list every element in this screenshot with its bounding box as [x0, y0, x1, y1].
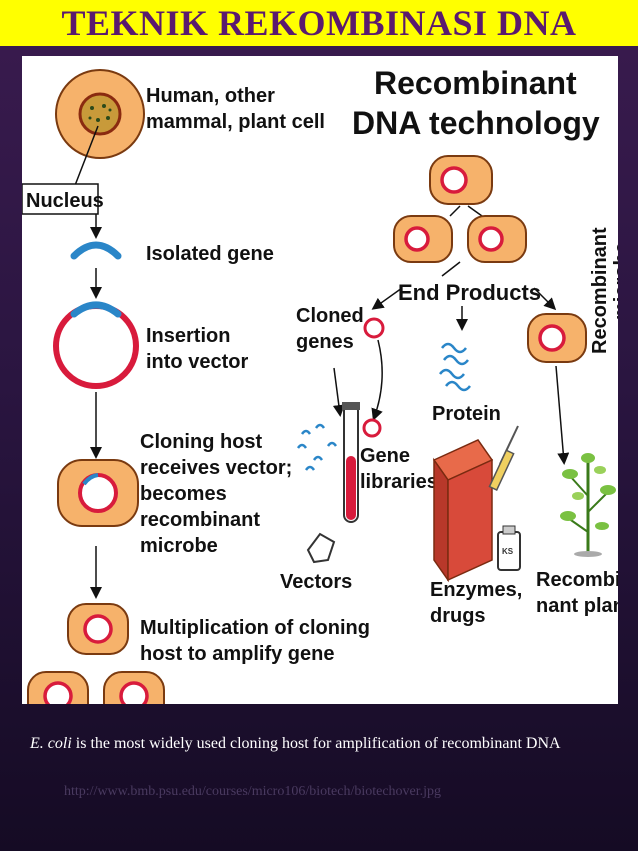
vector-icon: [306, 532, 336, 564]
label-cloning-1: Cloning host: [140, 431, 263, 453]
label-gene-libraries-2: libraries: [360, 471, 438, 493]
label-cloning-4: recombinant: [140, 509, 260, 531]
label-cloned-genes-1: Cloned: [296, 305, 364, 327]
caption-species: E. coli: [30, 735, 72, 752]
library-plasmid-icon: [362, 418, 382, 438]
label-source-cell-2: mammal, plant cell: [146, 111, 325, 133]
protein-icon: [439, 342, 471, 392]
label-enzymes-2: drugs: [430, 605, 486, 627]
nucleus-pointer: [73, 125, 99, 189]
label-recombinant-plant-1: Recombi-: [536, 569, 618, 591]
caption-text: is the most widely used cloning host for…: [71, 735, 561, 752]
label-cloning-2: receives vector;: [140, 457, 292, 479]
drug-box-icon: [432, 439, 494, 583]
arrow-to-recombinant-plant: [555, 365, 570, 465]
label-vectors: Vectors: [280, 571, 352, 593]
bottle-icon: KS: [497, 525, 521, 571]
heading-line-2: DNA technology: [352, 105, 600, 141]
recombinant-microbe-cell-icon: [527, 313, 587, 363]
label-isolated-gene: Isolated gene: [146, 243, 274, 265]
split-cell-right-icon: [467, 215, 527, 263]
plasmid-vector-icon: [53, 301, 139, 389]
split-line-right: [467, 205, 483, 217]
vector-fragments-icon: [296, 423, 338, 471]
isolated-gene-icon: [70, 241, 122, 260]
label-multiplication-1: Multiplication of cloning: [140, 617, 370, 639]
label-insertion-2: into vector: [146, 351, 248, 373]
label-recombinant-microbe-2: microbe: [611, 242, 618, 320]
slide-title: TEKNIK REKOMBINASI DNA: [61, 3, 577, 43]
split-line-left: [449, 205, 461, 217]
plant-icon: [560, 453, 616, 557]
label-recombinant-plant-2: nant plant: [536, 595, 618, 617]
label-nucleus: Nucleus: [26, 190, 104, 212]
arrow-to-gene-libraries: [371, 339, 383, 421]
split-cell-left-icon: [393, 215, 453, 263]
source-cell-icon: [55, 69, 145, 159]
source-url: http://www.bmb.psu.edu/courses/micro106/…: [64, 784, 442, 799]
label-cloning-3: becomes: [140, 483, 227, 505]
test-tube-icon: [342, 402, 360, 523]
top-recombinant-cell-icon: [429, 155, 493, 205]
arrow-to-vectors: [332, 367, 345, 417]
label-multiplication-2: host to amplify gene: [140, 643, 334, 665]
label-end-products: End Products: [398, 280, 541, 305]
multiplied-cell-icon: [67, 603, 129, 655]
caption: E. coli is the most widely used cloning …: [30, 734, 620, 754]
label-cloning-5: microbe: [140, 535, 218, 557]
daughter-cell-left-icon: [27, 671, 89, 704]
heading-line-1: Recombinant: [374, 65, 577, 101]
nucleus-label-box: [22, 183, 99, 215]
cloning-host-cell-icon: [57, 459, 139, 527]
bottle-label: KS: [502, 547, 514, 556]
label-insertion-1: Insertion: [146, 325, 230, 347]
recombinant-dna-diagram: Human, other mammal, plant cell Nucleus …: [22, 56, 618, 704]
arrow-to-recombinant-microbe: [533, 287, 557, 311]
label-gene-libraries-1: Gene: [360, 445, 410, 467]
label-enzymes-1: Enzymes,: [430, 579, 522, 601]
line-to-end-products: [441, 261, 461, 277]
daughter-cell-right-icon: [103, 671, 165, 704]
syringe-icon: [488, 425, 519, 491]
diagram-svg: Human, other mammal, plant cell Nucleus …: [22, 65, 618, 704]
label-recombinant-microbe-1: Recombinant: [589, 227, 611, 354]
cloned-gene-plasmid-icon: [363, 317, 385, 339]
label-source-cell-1: Human, other: [146, 85, 275, 107]
slide-title-bar: TEKNIK REKOMBINASI DNA: [0, 0, 638, 46]
label-cloned-genes-2: genes: [296, 331, 354, 353]
arrow-to-cloned-genes: [371, 287, 403, 310]
label-protein: Protein: [432, 403, 501, 425]
